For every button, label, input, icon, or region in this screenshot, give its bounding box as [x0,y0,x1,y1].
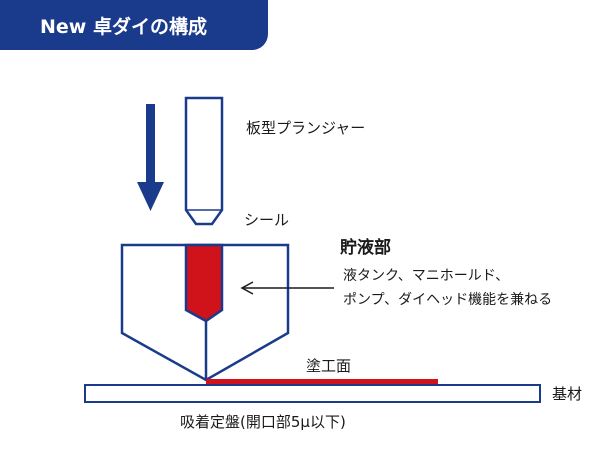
down-arrow-icon [137,104,164,211]
reservoir-label: 貯液部 [340,238,391,258]
coating-label: 塗工面 [306,357,352,375]
substrate-plate [84,384,541,403]
seal-label: シール [244,211,290,229]
reservoir-desc-line-2: ポンプ、ダイヘッド機能を兼ねる [343,292,553,308]
chuck-label: 吸着定盤(開口部5μ以下) [180,413,346,431]
plunger-label: 板型プランジャー [246,119,366,137]
page-title: New 卓ダイの構成 [40,15,207,38]
reservoir-desc-line-1: 液タンク、マニホールド、 [343,268,510,284]
substrate-label: 基材 [552,385,583,403]
title-badge: New 卓ダイの構成 [0,0,268,50]
pointer-arrow-icon [240,281,334,295]
reservoir-liquid [184,243,224,323]
plate-plunger [184,96,224,226]
coating-film [206,379,438,384]
